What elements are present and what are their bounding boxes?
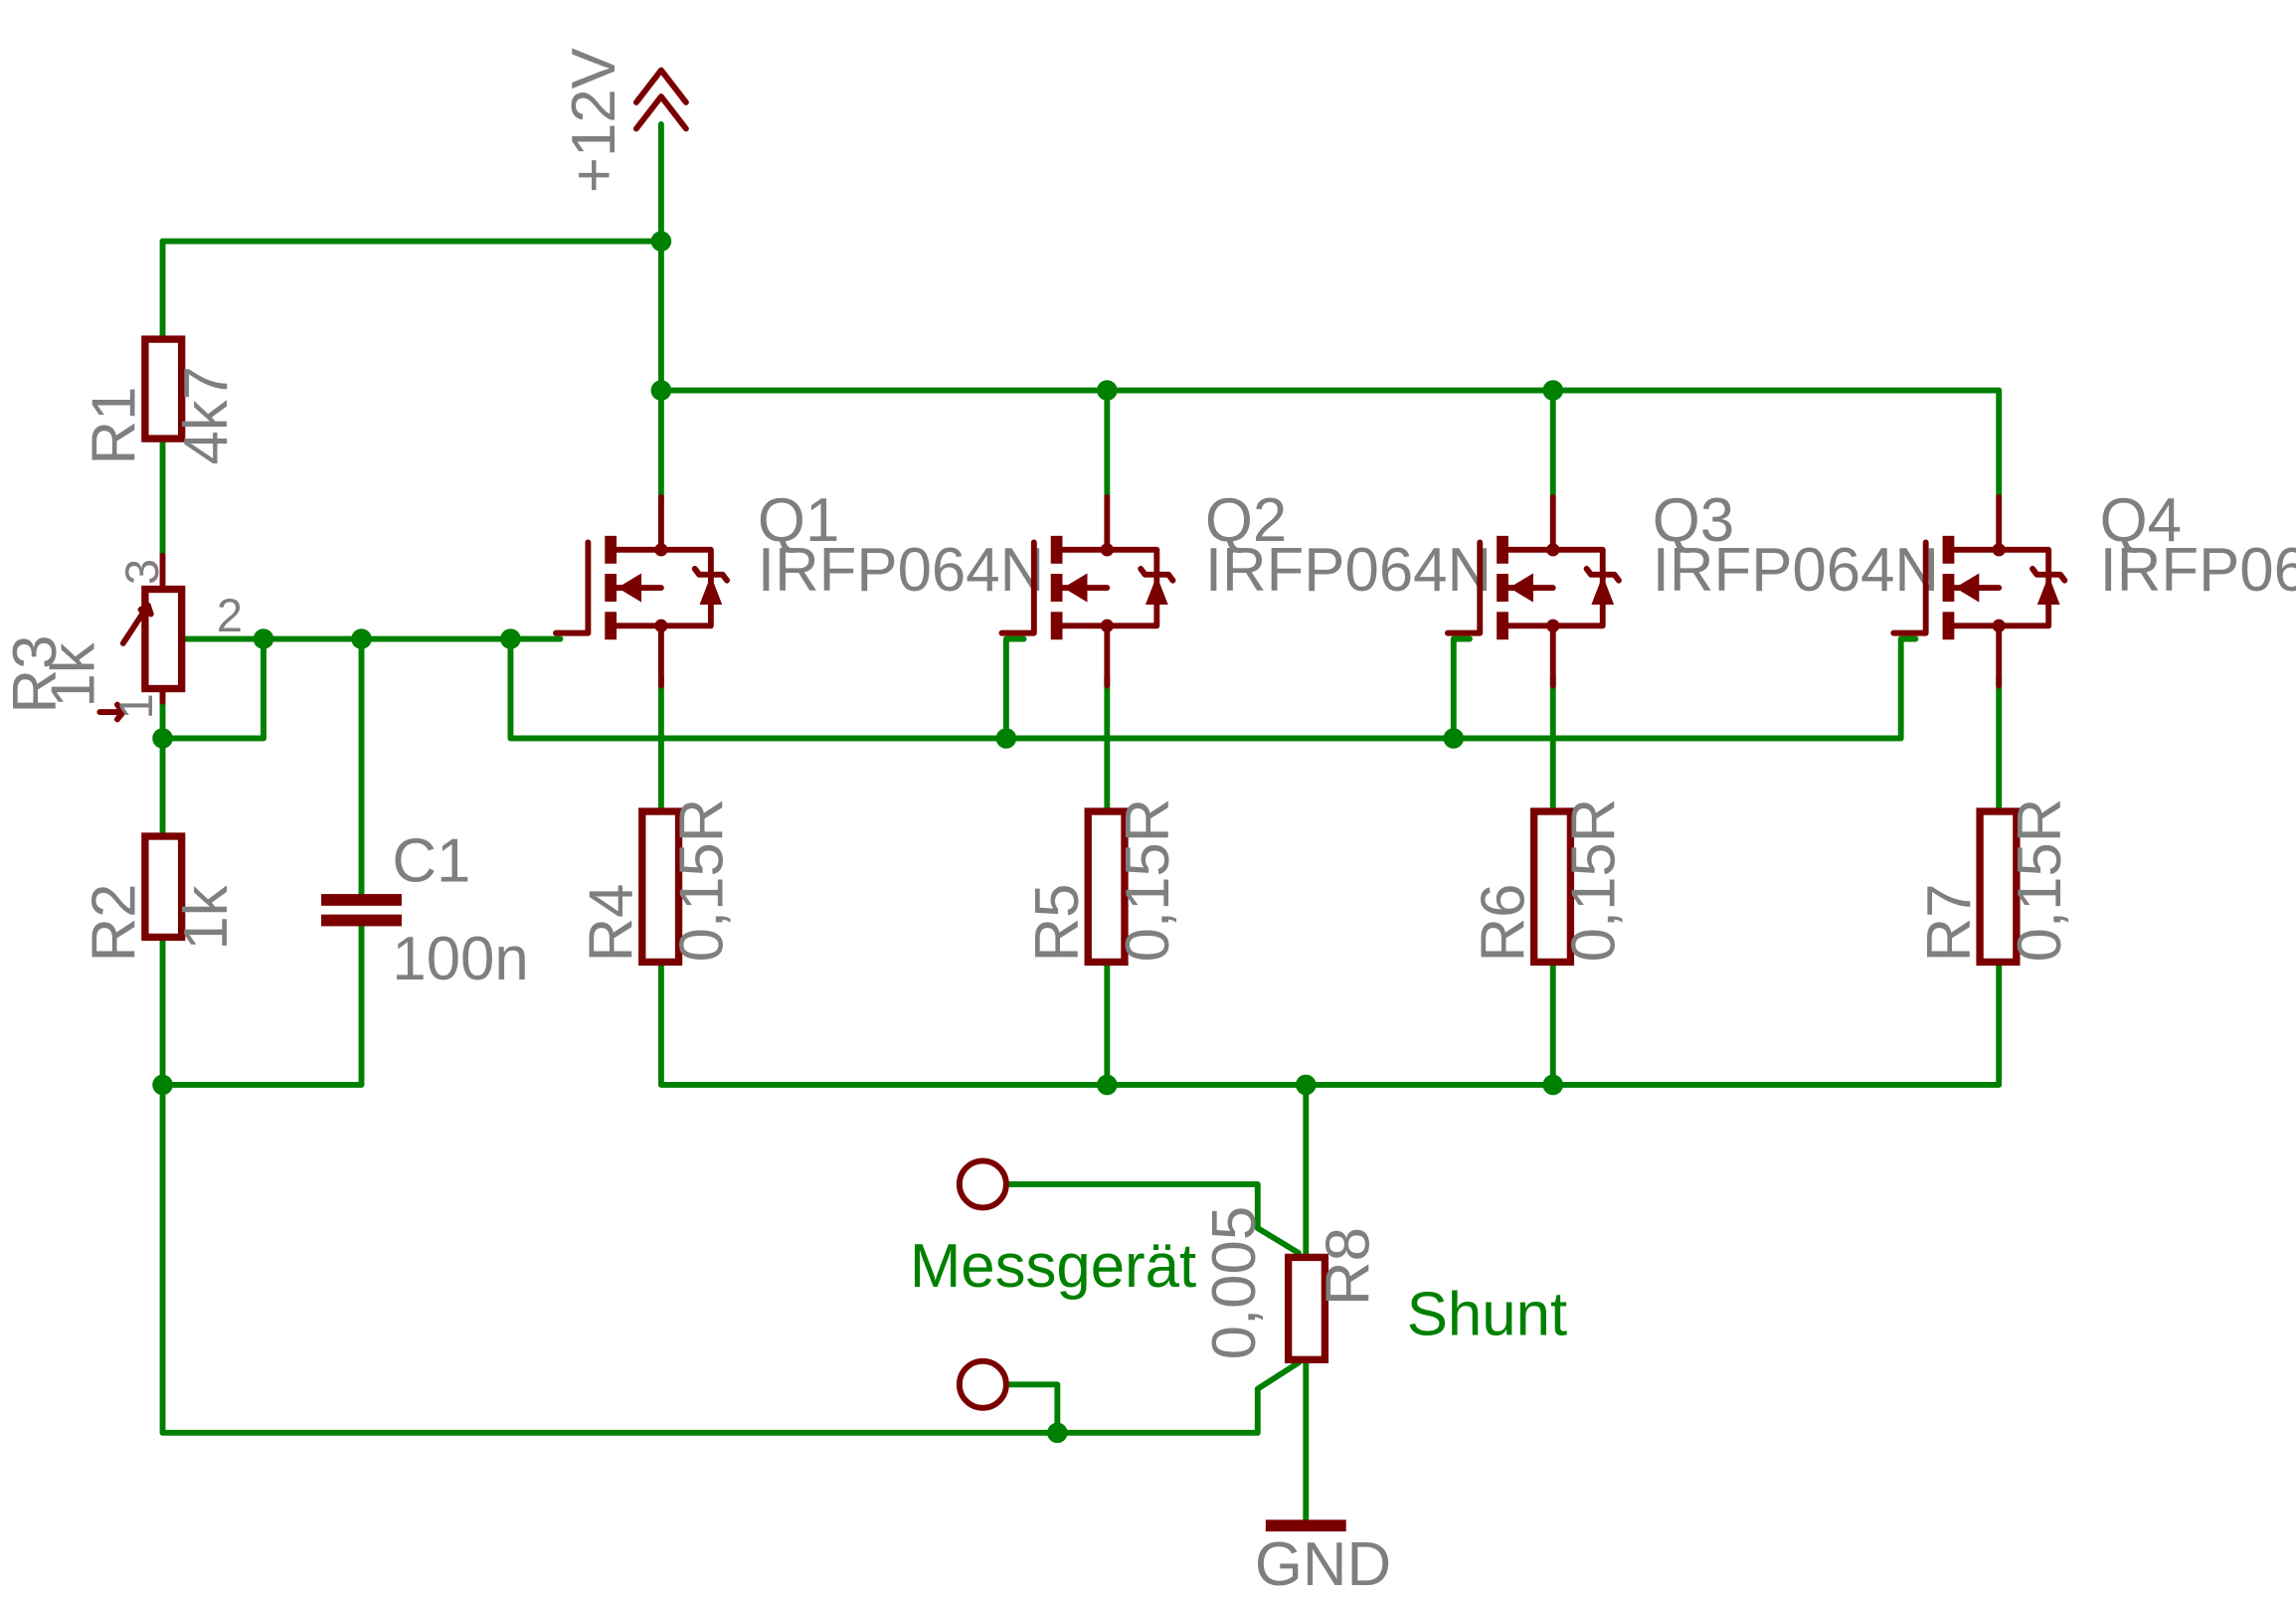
wires	[159, 121, 2003, 1524]
supply-symbol: +12V	[560, 48, 689, 193]
q4-name: Q4	[2100, 486, 2182, 555]
r1-value: 4k7	[172, 366, 241, 465]
mosfet-q3: Q3 IRFP064N	[1448, 486, 1939, 686]
q1-name: Q1	[758, 486, 839, 555]
terminal-top	[956, 1157, 1009, 1211]
resistor-r5: R5 0,15R	[1023, 799, 1182, 967]
resistor-r6: R6 0,15R	[1469, 799, 1629, 967]
r5-name: R5	[1023, 883, 1092, 962]
resistor-r2: R2 1k	[81, 832, 241, 962]
r7-value: 0,15R	[2006, 799, 2074, 963]
c1-value: 100n	[392, 925, 528, 993]
ground-symbol: GND	[1255, 1519, 1391, 1598]
resistor-r1: R1 4k7	[81, 335, 241, 465]
mosfet-q4: Q4 IRFP064	[1893, 486, 2296, 686]
c1-name: C1	[392, 827, 470, 896]
r7-name: R7	[1915, 883, 1984, 962]
q3-name: Q3	[1653, 486, 1734, 555]
r6-name: R6	[1469, 883, 1537, 962]
q4-type: IRFP064	[2100, 536, 2296, 605]
r5-value: 0,15R	[1114, 799, 1182, 963]
q1-type: IRFP064N	[758, 536, 1044, 605]
r4-name: R4	[577, 883, 645, 962]
r3-value: 1k	[39, 642, 107, 707]
mosfet-q1: Q1 IRFP064N	[556, 486, 1044, 686]
r3-pin-3: 3	[115, 559, 168, 585]
ground-label: GND	[1255, 1530, 1391, 1598]
r2-value: 1k	[172, 885, 241, 950]
r8-value: 0,005	[1200, 1206, 1269, 1360]
supply-label: +12V	[560, 48, 628, 193]
r6-value: 0,15R	[1560, 799, 1629, 963]
q2-name: Q2	[1205, 486, 1287, 555]
resistor-r4: R4 0,15R	[577, 799, 737, 967]
meter-terminals: Messgerät	[910, 1157, 1196, 1411]
r3-pin-1: 1	[109, 693, 162, 719]
r1-name: R1	[81, 387, 149, 465]
shunt-label: Shunt	[1407, 1280, 1567, 1348]
resistor-r8-shunt: R8 0,005 Shunt	[1200, 1206, 1567, 1364]
capacitor-c1: C1 100n	[321, 827, 529, 993]
mosfet-q2: Q2 IRFP064N	[1001, 486, 1492, 686]
r8-name: R8	[1315, 1227, 1383, 1306]
q3-type: IRFP064N	[1653, 536, 1939, 605]
resistor-r7: R7 0,15R	[1915, 799, 2074, 967]
r3-name: R3	[1, 635, 70, 714]
meter-label: Messgerät	[910, 1232, 1196, 1301]
potentiometer-r3: 3 2 1 R3 1k	[1, 552, 243, 723]
q2-type: IRFP064N	[1205, 536, 1492, 605]
terminal-bottom	[956, 1357, 1009, 1411]
r3-pin-2: 2	[217, 589, 243, 641]
junctions	[152, 231, 1564, 1444]
r4-value: 0,15R	[668, 799, 737, 963]
r2-name: R2	[81, 883, 149, 962]
